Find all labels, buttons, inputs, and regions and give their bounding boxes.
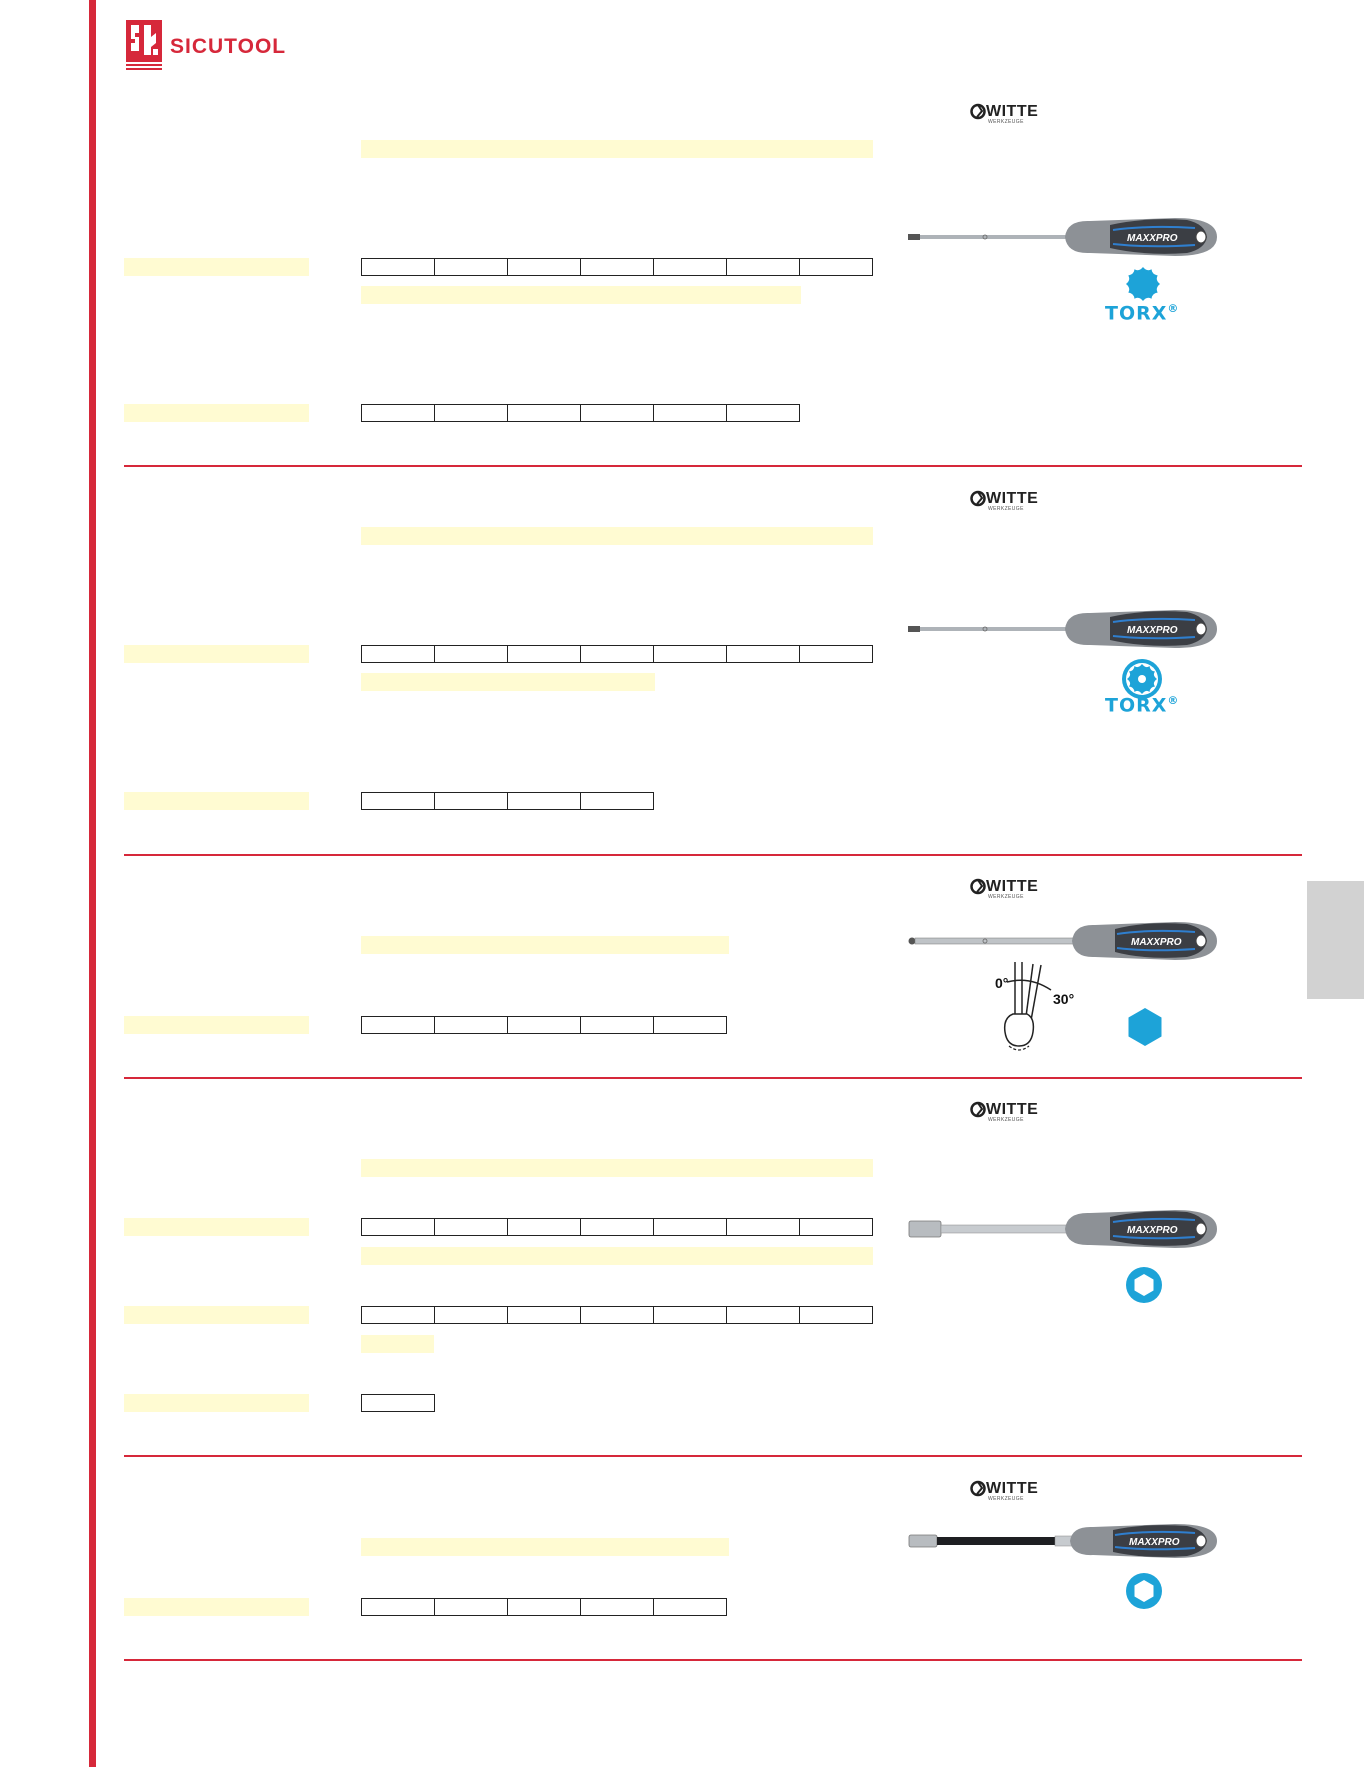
product-title-highlight: [361, 527, 873, 545]
witte-mark-icon: [970, 878, 986, 895]
row-label-highlight: [124, 1394, 309, 1412]
witte-subtitle: WERKZEUGE: [988, 506, 1024, 512]
witte-logo: WITTE WERKZEUGE: [970, 1480, 1048, 1502]
section-divider: [124, 465, 1302, 467]
torx-wordmark: TORX: [1105, 694, 1168, 717]
hex-tip-icon: [1128, 1008, 1162, 1046]
row-label-highlight: [124, 1016, 309, 1034]
handle-label: MAXXPRO: [1127, 233, 1178, 244]
torx-tamper-icon: [1122, 659, 1162, 699]
witte-mark-icon: [970, 1480, 986, 1497]
hex-socket-icon: [1126, 1573, 1162, 1609]
product-subtitle-highlight: [361, 1247, 873, 1265]
torx-wordmark: TORX: [1105, 302, 1168, 325]
witte-name: WITTE: [986, 1101, 1039, 1118]
size-table-row: [361, 404, 800, 422]
row-label-highlight: [124, 1306, 309, 1324]
angle-min-label: 0°: [995, 975, 1008, 991]
size-table-row: [361, 1218, 873, 1236]
torx-tamper-screwdriver-image: MAXXPRO: [908, 610, 1217, 648]
witte-logo: WITTE WERKZEUGE: [970, 103, 1048, 125]
row-label-highlight: [124, 404, 309, 422]
row-label-highlight: [124, 792, 309, 810]
sicutool-mark-icon: [126, 20, 162, 70]
product-title-highlight: [361, 1538, 729, 1556]
torx-screwdriver-image: MAXXPRO: [908, 218, 1217, 256]
witte-logo: WITTE WERKZEUGE: [970, 878, 1048, 900]
handle-label: MAXXPRO: [1131, 937, 1182, 948]
witte-subtitle: WERKZEUGE: [988, 894, 1024, 900]
section-divider: [124, 854, 1302, 856]
witte-name: WITTE: [986, 103, 1039, 120]
ball-end-angle-diagram: 0° 30°: [995, 962, 1074, 1051]
row-label-highlight: [124, 258, 309, 276]
witte-mark-icon: [970, 490, 986, 507]
witte-subtitle: WERKZEUGE: [988, 119, 1024, 125]
product-title-highlight: [361, 140, 873, 158]
product-subtitle-highlight: [361, 286, 801, 304]
witte-name: WITTE: [986, 490, 1039, 507]
size-table-row: [361, 1016, 727, 1034]
size-table-row: [361, 1598, 727, 1616]
torx-logo: TORX®: [1105, 302, 1179, 324]
section-divider: [124, 1077, 1302, 1079]
product-subtitle-highlight: [361, 1335, 434, 1353]
row-label-highlight: [124, 1218, 309, 1236]
torx-logo: TORX®: [1105, 694, 1179, 716]
handle-label: MAXXPRO: [1129, 1537, 1180, 1548]
row-label-highlight: [124, 1598, 309, 1616]
witte-subtitle: WERKZEUGE: [988, 1496, 1024, 1502]
witte-name: WITTE: [986, 878, 1039, 895]
size-table-row: [361, 792, 654, 810]
product-title-highlight: [361, 936, 729, 954]
size-table-row: [361, 258, 873, 276]
section-divider: [124, 1659, 1302, 1661]
torx-star-icon: [1126, 267, 1160, 301]
witte-mark-icon: [970, 103, 986, 120]
section-side-tab[interactable]: [1307, 881, 1364, 999]
sicutool-logo: SICUTOOL: [126, 20, 326, 75]
row-label-highlight: [124, 645, 309, 663]
witte-name: WITTE: [986, 1480, 1039, 1497]
handle-label: MAXXPRO: [1127, 625, 1178, 636]
size-table-row: [361, 1394, 435, 1412]
left-accent-rule: [89, 0, 96, 1767]
size-table-row: [361, 1306, 873, 1324]
handle-label: MAXXPRO: [1127, 1225, 1178, 1236]
section-divider: [124, 1455, 1302, 1457]
product-subtitle-highlight: [361, 673, 655, 691]
ball-hex-screwdriver-image: MAXXPRO: [908, 922, 1217, 960]
registered-mark: ®: [1167, 302, 1180, 315]
witte-logo: WITTE WERKZEUGE: [970, 490, 1048, 512]
witte-logo: WITTE WERKZEUGE: [970, 1101, 1048, 1123]
witte-mark-icon: [970, 1101, 986, 1118]
flexible-nut-driver-image: MAXXPRO: [908, 1524, 1217, 1558]
registered-mark: ®: [1167, 694, 1180, 707]
product-title-highlight: [361, 1159, 873, 1177]
size-table-row: [361, 645, 873, 663]
witte-subtitle: WERKZEUGE: [988, 1117, 1024, 1123]
brand-name: SICUTOOL: [170, 35, 287, 58]
nut-driver-image: MAXXPRO: [908, 1210, 1217, 1248]
hex-socket-icon: [1126, 1267, 1162, 1303]
angle-max-label: 30°: [1053, 991, 1074, 1007]
